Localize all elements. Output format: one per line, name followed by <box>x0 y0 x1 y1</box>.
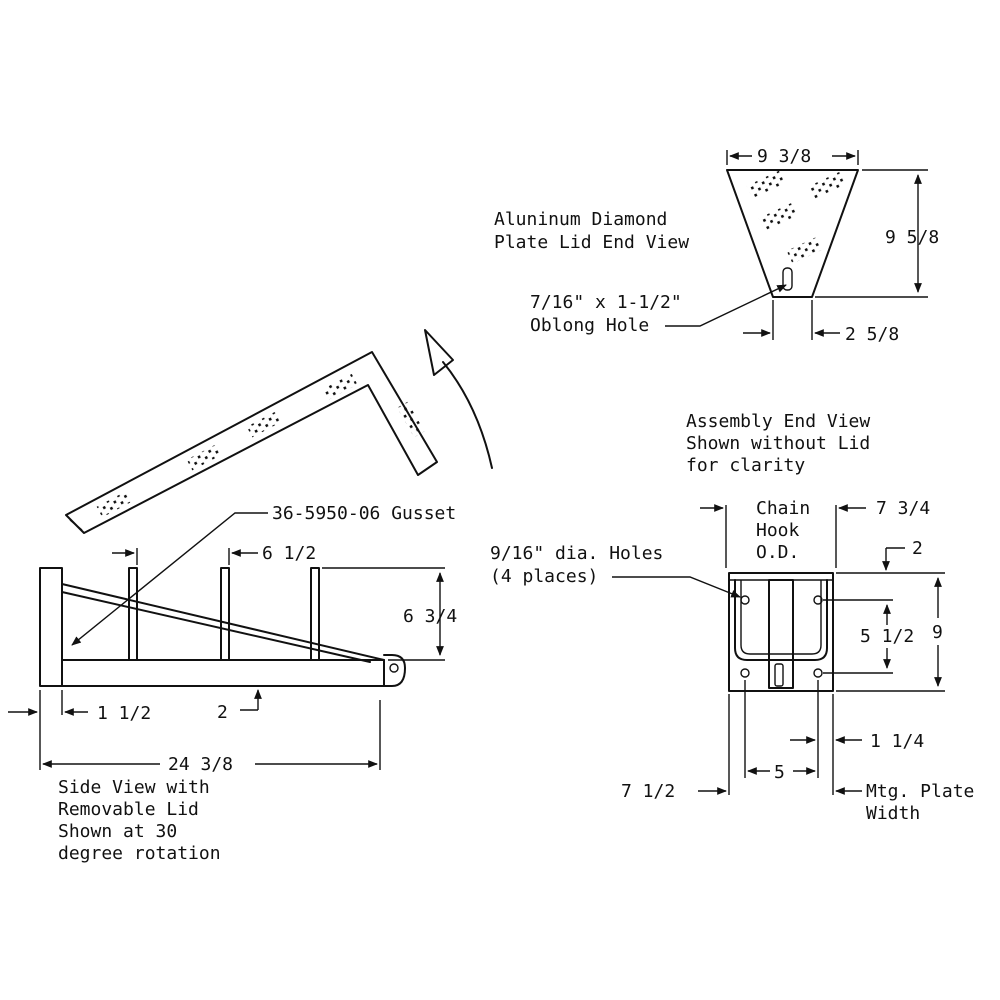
rotation-arrow <box>424 329 493 469</box>
assembly-title-line3: for clarity <box>686 455 805 476</box>
side-caption-line1: Side View with <box>58 777 210 798</box>
dim-hole-spacing-h: 5 <box>774 762 785 783</box>
mounting-plate <box>728 572 834 692</box>
hole-bottom-right <box>813 668 823 678</box>
assembly-end-view: Assembly End View Shown without Lid for … <box>490 411 974 824</box>
dim-tube: 2 <box>217 702 228 723</box>
hitch-eye <box>383 654 406 687</box>
lid-title-line2: Plate Lid End View <box>494 232 689 253</box>
dim-side: 1 1/4 <box>870 731 924 752</box>
dim-side-height: 6 3/4 <box>403 606 457 627</box>
upright-2 <box>220 567 230 661</box>
assembly-title-line2: Shown without Lid <box>686 433 870 454</box>
hole-bottom-left <box>740 668 750 678</box>
hole-label-line2: Oblong Hole <box>530 315 649 336</box>
side-caption-line4: degree rotation <box>58 843 221 864</box>
dim-top: 2 <box>912 538 923 559</box>
dim-assembly-width: 7 1/2 <box>621 781 675 802</box>
dim-hole-spacing-v: 5 1/2 <box>860 626 914 647</box>
lid-end-view: 9 3/8 9 5/8 2 5/8 Aluninum Diamond Plate… <box>494 146 939 345</box>
hole-label-line1: 7/16" x 1-1/2" <box>530 292 682 313</box>
holes-line2: (4 places) <box>490 566 598 587</box>
side-caption-line3: Shown at 30 <box>58 821 177 842</box>
dim-assembly-height: 9 <box>932 622 943 643</box>
lid-title-line1: Aluninum Diamond <box>494 209 667 230</box>
assembly-title-line1: Assembly End View <box>686 411 870 432</box>
chain-hook <box>768 579 794 689</box>
dim-upright-offset: 1 1/2 <box>97 703 151 724</box>
chain-line3: O.D. <box>756 542 799 563</box>
dim-height: 9 5/8 <box>885 227 939 248</box>
hole-top-left <box>740 595 750 605</box>
side-view: 36-5950-06 Gusset 6 1/2 6 3/4 1 1/2 2 24… <box>8 503 457 864</box>
rotated-lid <box>65 351 438 534</box>
gusset-label: 36-5950-06 Gusset <box>272 503 456 524</box>
chain-line2: Hook <box>756 520 800 541</box>
holes-line1: 9/16" dia. Holes <box>490 543 663 564</box>
hole-leader <box>665 284 787 327</box>
upright-3 <box>310 567 320 661</box>
dim-bottom-width: 2 5/8 <box>845 324 899 345</box>
chain-line1: Chain <box>756 498 810 519</box>
mtg-line2: Width <box>866 803 920 824</box>
dim-length: 24 3/8 <box>168 754 233 775</box>
diamond-plate-marks <box>746 170 848 264</box>
lid-trapezoid <box>726 169 859 298</box>
side-caption-line2: Removable Lid <box>58 799 199 820</box>
dim-top-width: 9 3/8 <box>757 146 811 167</box>
oblong-hole <box>782 267 793 291</box>
dim-upright-spacing: 6 1/2 <box>262 543 316 564</box>
back-plate <box>39 567 63 687</box>
dim-chain-od: 7 3/4 <box>876 498 930 519</box>
gusset <box>61 583 385 661</box>
u-bracket <box>734 579 828 661</box>
upright-1 <box>128 567 138 661</box>
mtg-line1: Mtg. Plate <box>866 781 974 802</box>
base-tube <box>61 659 385 687</box>
hole-top-right <box>813 595 823 605</box>
